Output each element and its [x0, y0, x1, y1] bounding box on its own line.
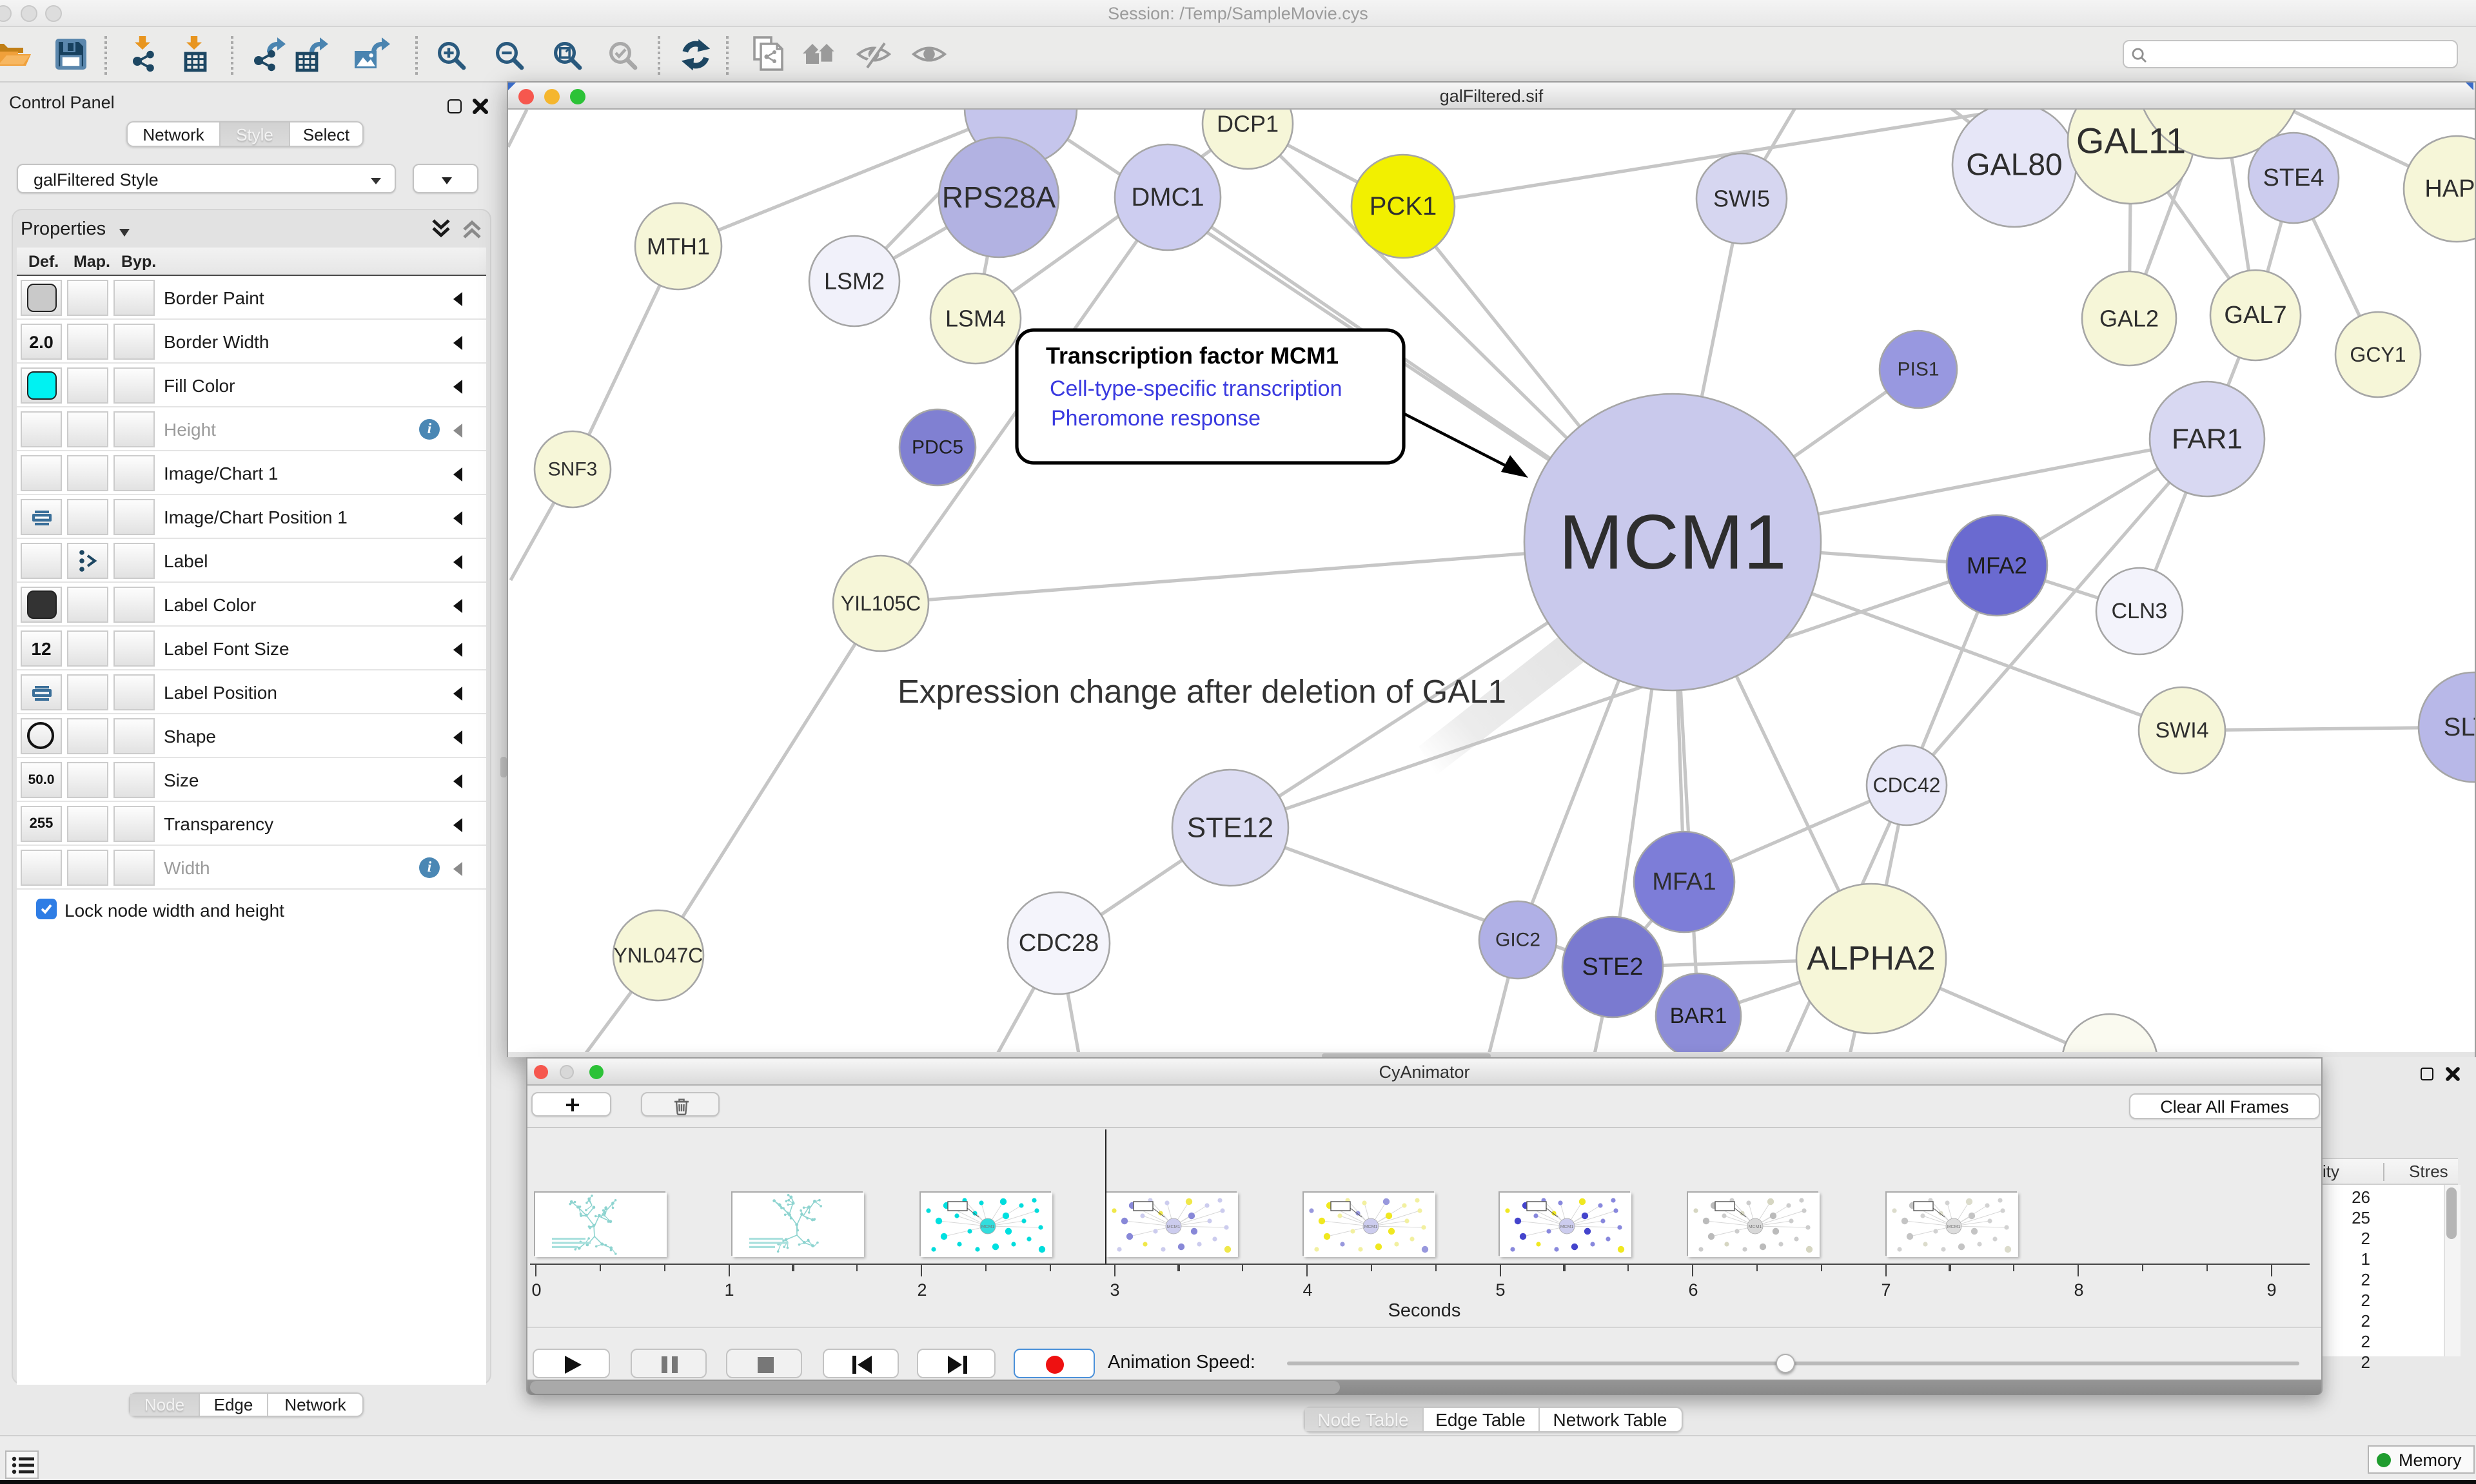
svg-text:YIL105C: YIL105C: [841, 592, 921, 615]
svg-text:MTH1: MTH1: [647, 233, 710, 260]
svg-text:CDC28: CDC28: [1019, 930, 1099, 957]
svg-text:GAL80: GAL80: [1966, 148, 2062, 182]
svg-text:SNF3: SNF3: [548, 459, 598, 480]
svg-text:Cell-type-specific transcripti: Cell-type-specific transcription: [1050, 376, 1342, 401]
svg-text:LSM2: LSM2: [824, 268, 885, 295]
svg-text:SWI5: SWI5: [1713, 186, 1770, 212]
svg-text:MCM1: MCM1: [1947, 1224, 1961, 1229]
svg-text:PIS1: PIS1: [1897, 359, 1939, 380]
svg-text:MCM1: MCM1: [1558, 499, 1786, 585]
svg-text:DCP1: DCP1: [1217, 111, 1279, 137]
svg-text:GAL2: GAL2: [2099, 306, 2159, 332]
svg-text:SLT2: SLT2: [2444, 713, 2475, 741]
svg-text:GCY1: GCY1: [2350, 343, 2406, 366]
svg-text:MCM1: MCM1: [1748, 1224, 1762, 1229]
svg-text:STE4: STE4: [2263, 164, 2324, 191]
svg-text:YNL047C: YNL047C: [614, 944, 703, 967]
svg-text:BAR1: BAR1: [1670, 1004, 1727, 1028]
svg-text:DMC1: DMC1: [1131, 183, 1204, 211]
svg-text:PCK1: PCK1: [1370, 192, 1437, 220]
svg-text:CLN3: CLN3: [2112, 599, 2168, 623]
svg-text:MCM1: MCM1: [1167, 1224, 1181, 1229]
svg-text:Expression change after deleti: Expression change after deletion of GAL1: [898, 673, 1506, 710]
svg-text:TUB1: TUB1: [2080, 1049, 2139, 1053]
svg-text:Transcription factor MCM1: Transcription factor MCM1: [1046, 342, 1339, 369]
svg-text:LSM4: LSM4: [945, 306, 1006, 332]
svg-text:Pheromone response: Pheromone response: [1051, 406, 1261, 431]
svg-text:PDC5: PDC5: [912, 437, 963, 458]
svg-text:ALPHA2: ALPHA2: [1807, 940, 1935, 977]
svg-text:STE2: STE2: [1582, 953, 1643, 981]
svg-text:MCM1: MCM1: [1560, 1224, 1574, 1229]
svg-text:MCM1: MCM1: [981, 1224, 995, 1229]
svg-text:STE12: STE12: [1187, 812, 1274, 844]
svg-text:SWI4: SWI4: [2155, 718, 2208, 743]
svg-text:GIC2: GIC2: [1495, 930, 1540, 951]
svg-text:GAL7: GAL7: [2224, 302, 2286, 329]
svg-text:GAL11: GAL11: [2076, 121, 2186, 161]
svg-text:RPS28A: RPS28A: [942, 181, 1056, 214]
svg-text:FAR1: FAR1: [2172, 424, 2243, 455]
svg-text:MCM1: MCM1: [1364, 1224, 1378, 1229]
svg-text:CDC42: CDC42: [1873, 774, 1941, 797]
svg-text:MFA2: MFA2: [1967, 552, 2027, 579]
svg-text:HAP2: HAP2: [2424, 175, 2475, 202]
svg-text:MFA1: MFA1: [1652, 868, 1716, 895]
